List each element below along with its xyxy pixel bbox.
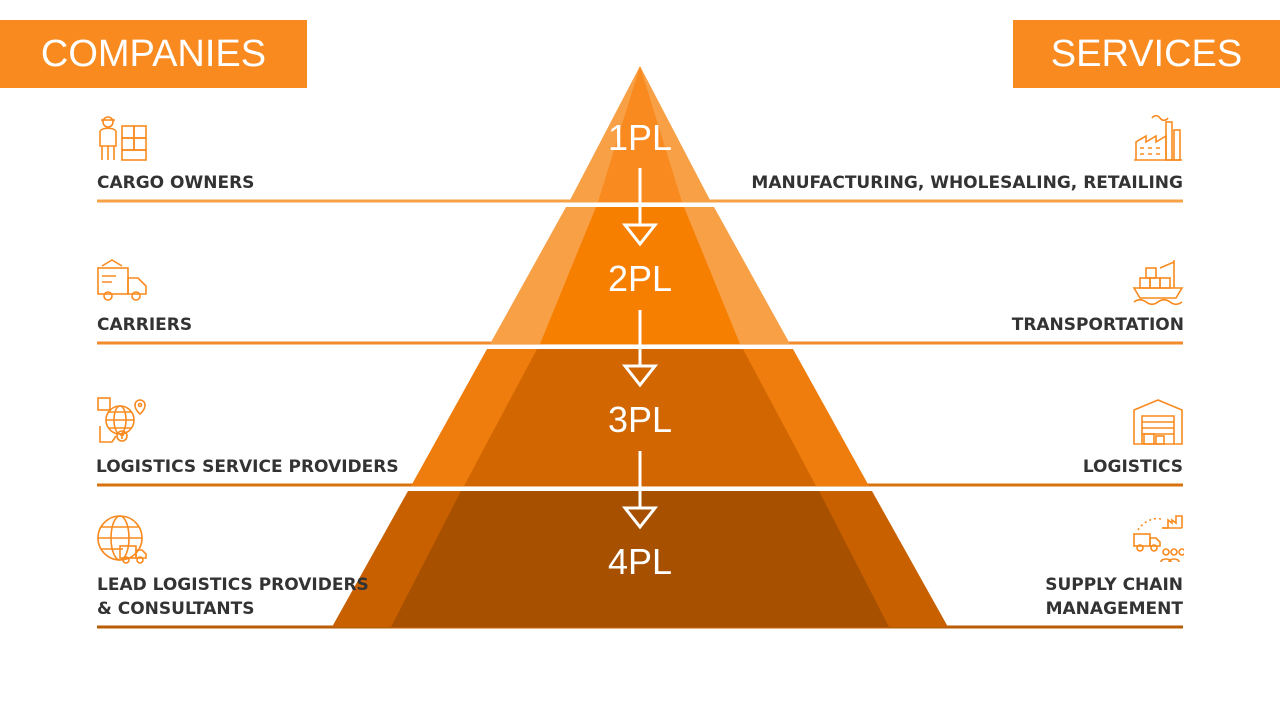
company-label-line-1: LEAD LOGISTICS PROVIDERS xyxy=(97,575,369,595)
cargo-ship-icon xyxy=(1132,254,1184,306)
worker-boxes-icon xyxy=(96,112,148,164)
tier-label-3: 3PL xyxy=(608,399,672,440)
companies-header: COMPANIES xyxy=(0,20,307,88)
service-label-line-2: MANAGEMENT xyxy=(1045,599,1183,619)
arrow-1-to-2 xyxy=(621,168,659,247)
truck-icon xyxy=(96,254,148,306)
supply-chain-icon xyxy=(1132,514,1186,566)
arrow-2-to-3 xyxy=(621,310,659,388)
globe-location-icon xyxy=(96,396,148,448)
tier-label-4: 4PL xyxy=(608,541,672,582)
tier-3-inner xyxy=(464,349,816,486)
arrow-3-to-4 xyxy=(621,451,659,530)
service-label-line-1: SUPPLY CHAIN xyxy=(1045,575,1183,595)
company-label-carriers: CARRIERS xyxy=(97,315,193,335)
warehouse-icon xyxy=(1132,396,1184,448)
company-label-cargo-owners: CARGO OWNERS xyxy=(97,173,255,193)
service-label-logistics: LOGISTICS xyxy=(1082,457,1183,477)
tier-label-1: 1PL xyxy=(608,117,672,158)
globe-truck-icon xyxy=(96,514,148,566)
service-label-manufacturing: MANUFACTURING, WHOLESALING, RETAILING xyxy=(751,173,1183,193)
tier-4-inner xyxy=(391,491,889,627)
services-header: SERVICES xyxy=(1013,20,1280,88)
company-label-line-2: & CONSULTANTS xyxy=(97,599,255,619)
tier-label-2: 2PL xyxy=(608,258,672,299)
company-label-lead-logistics-providers: LEAD LOGISTICS PROVIDERS & CONSULTANTS xyxy=(97,573,369,621)
company-label-logistics-service-providers: LOGISTICS SERVICE PROVIDERS xyxy=(96,457,399,477)
factory-icon xyxy=(1132,112,1184,164)
tier-1-inner xyxy=(598,66,682,202)
tier-2-inner xyxy=(540,207,740,344)
service-label-supply-chain-management: SUPPLY CHAIN MANAGEMENT xyxy=(1045,573,1183,621)
service-label-transportation: TRANSPORTATION xyxy=(1011,315,1184,335)
